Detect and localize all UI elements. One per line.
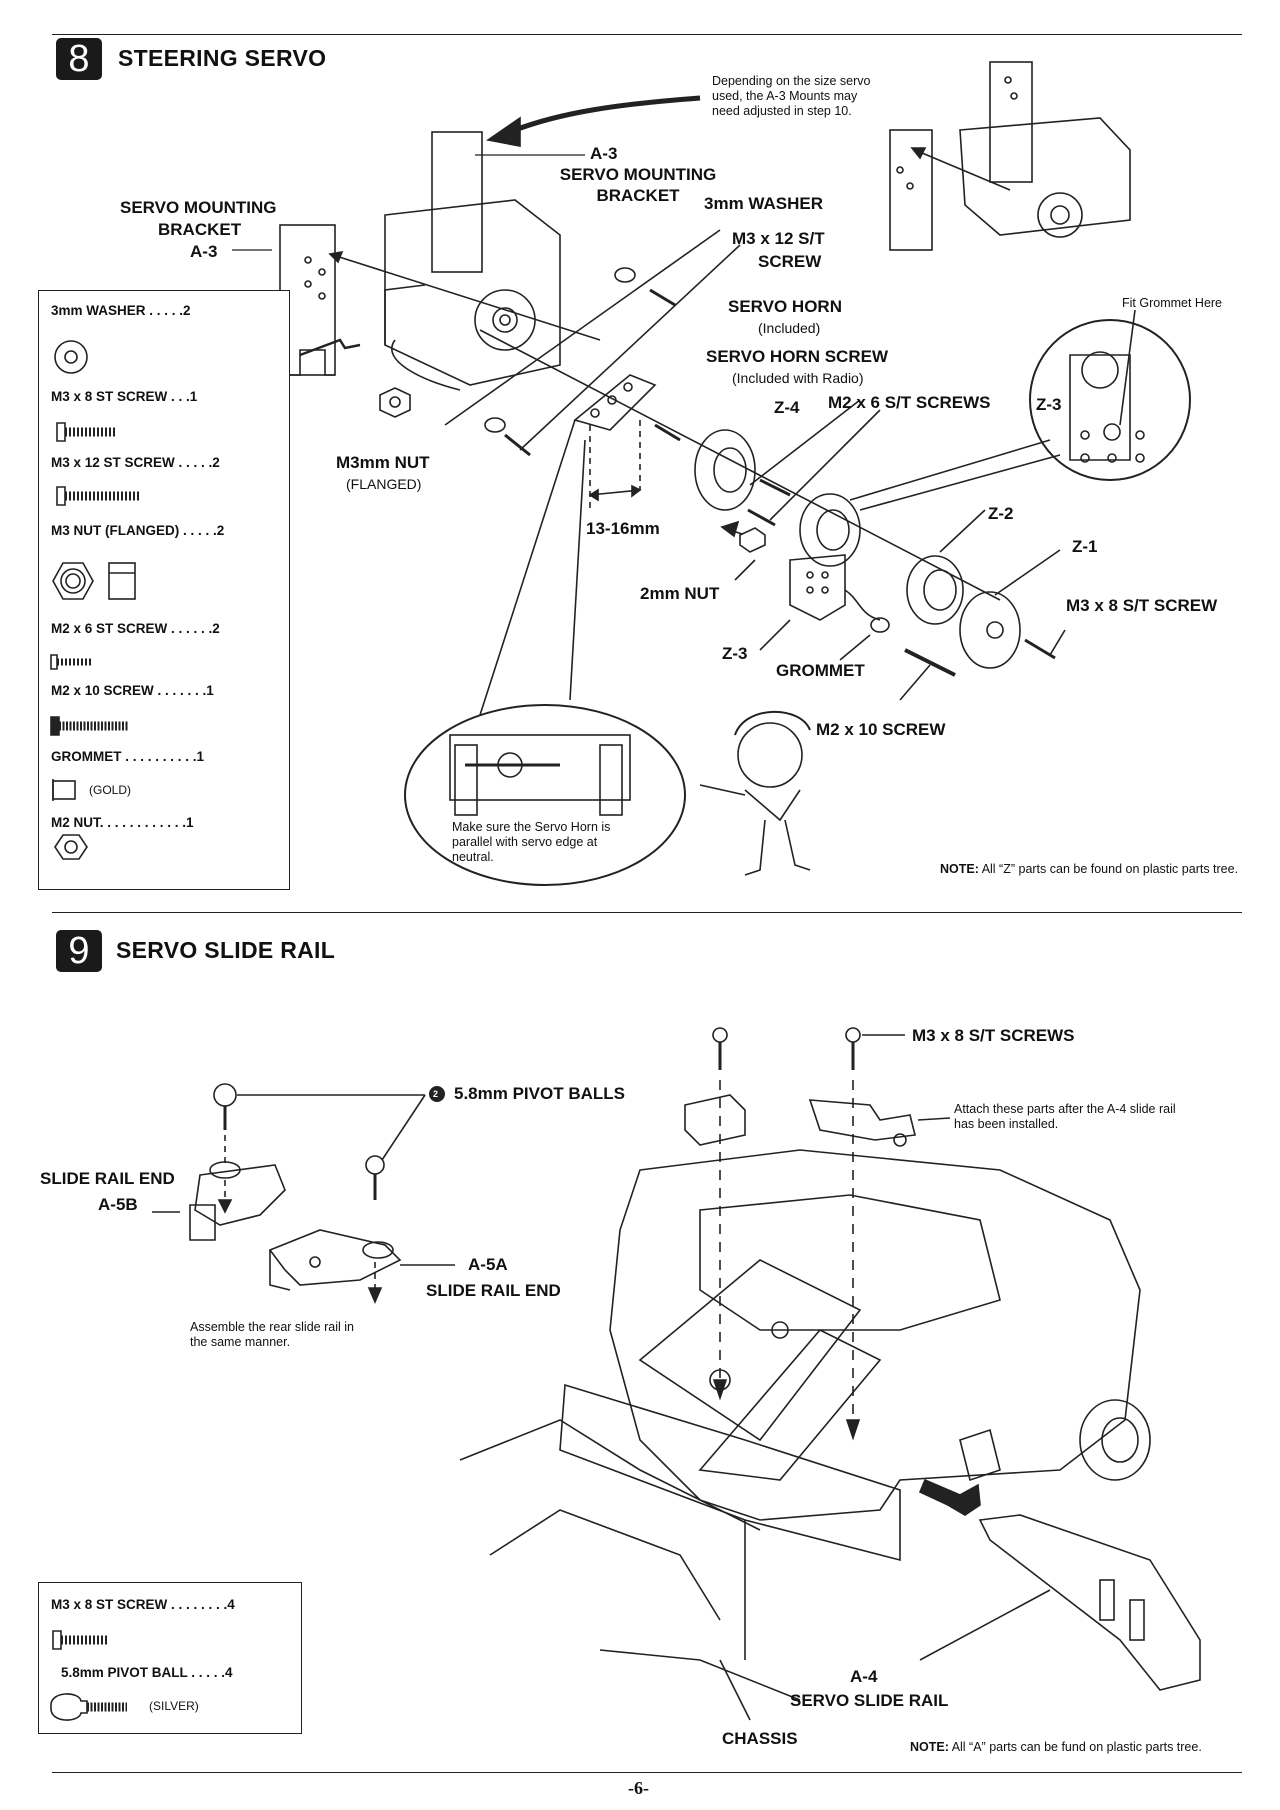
step-8-exploded-diagram (232, 61, 1191, 886)
label-z4: Z-4 (774, 398, 800, 417)
step-8-note-label: NOTE: (940, 862, 979, 876)
label-a5b: A-5B (98, 1195, 138, 1214)
label-m3x12-screw-1: M3 x 12 S/T (732, 229, 825, 248)
part-m3x8-st-screw: M3 x 8 ST SCREW . . . . . . . .4 (51, 1597, 235, 1612)
step-8-parts-list: 3mm WASHER . . . . .2 M3 x 8 ST SCREW . … (38, 290, 290, 890)
label-servo-horn-sub: (Included) (758, 320, 821, 336)
label-5-8mm-pivot-balls: 5.8mm PIVOT BALLS (454, 1084, 625, 1103)
label-m3x8-st-screws: M3 x 8 S/T SCREWS (912, 1026, 1075, 1045)
label-m2x6-screws: M2 x 6 S/T SCREWS (828, 393, 991, 412)
label-servo-mounting-bracket-left-3: A-3 (190, 242, 218, 261)
label-servo-horn-screw-sub: (Included with Radio) (732, 370, 864, 386)
top-rule (52, 34, 1242, 35)
label-grommet: GROMMET (776, 661, 865, 680)
part-m3x8-screw: M3 x 8 ST SCREW . . .1 (51, 389, 198, 404)
step-9-number: 9 (56, 930, 102, 972)
part-grommet-color: (GOLD) (89, 783, 131, 797)
servo-size-note: Depending on the size servo used, the A-… (712, 74, 871, 118)
part-m2-nut: M2 NUT. . . . . . . . . . . .1 (51, 815, 194, 830)
part-3mm-washer: 3mm WASHER . . . . .2 (51, 303, 191, 318)
label-slide-rail-end-a: SLIDE RAIL END (426, 1281, 561, 1300)
step-9-parts-list: M3 x 8 ST SCREW . . . . . . . .4 5.8mm P… (38, 1582, 302, 1734)
label-z2: Z-2 (988, 504, 1014, 523)
label-z1: Z-1 (1072, 537, 1098, 556)
part-grommet: GROMMET . . . . . . . . . .1 (51, 749, 205, 764)
label-m2x10-screw: M2 x 10 SCREW (816, 720, 946, 739)
label-servo-mounting-bracket-left-1: SERVO MOUNTING (120, 198, 277, 217)
label-2mm-nut: 2mm NUT (640, 584, 720, 603)
label-13-16mm: 13-16mm (586, 519, 660, 538)
section-divider (52, 912, 1242, 913)
step-9-note-text: All “A” parts can be fund on plastic par… (951, 1740, 1202, 1754)
label-m3x8-screw: M3 x 8 S/T SCREW (1066, 596, 1218, 615)
part-pivot-ball-color: (SILVER) (149, 1699, 199, 1713)
part-m2x10-screw: M2 x 10 SCREW . . . . . . .1 (51, 683, 214, 698)
step-9-note-label: NOTE: (910, 1740, 949, 1754)
label-m3x12-screw-2: SCREW (758, 252, 822, 271)
step-8-note-text: All “Z” parts can be found on plastic pa… (981, 862, 1239, 876)
label-a4: A-4 (850, 1667, 878, 1686)
part-5-8mm-pivot-ball: 5.8mm PIVOT BALL . . . . .4 (61, 1665, 233, 1680)
step-8-note: NOTE: All “Z” parts can be found on plas… (940, 862, 1240, 877)
label-a3-top: A-3 (590, 144, 618, 163)
step-8-parts-icons (50, 340, 141, 860)
step-9-parts-icons (50, 1630, 127, 1721)
step-9-note: NOTE: All “A” parts can be fund on plast… (910, 1740, 1220, 1755)
label-m3mm-nut-flanged: (FLANGED) (346, 476, 422, 492)
part-m3x12-screw: M3 x 12 ST SCREW . . . . .2 (51, 455, 220, 470)
label-3mm-washer: 3mm WASHER (704, 194, 824, 213)
pivot-ball-marker: 2 (433, 1089, 439, 1099)
label-m3mm-nut: M3mm NUT (336, 453, 430, 472)
attach-note: Attach these parts after the A-4 slide r… (954, 1102, 1176, 1131)
label-z3: Z-3 (722, 644, 748, 663)
bottom-rule (52, 1772, 1242, 1773)
step-9-title: SERVO SLIDE RAIL (116, 937, 336, 963)
label-servo-horn: SERVO HORN (728, 297, 842, 316)
label-servo-mounting-bracket-right: SERVO MOUNTING BRACKET (559, 165, 717, 205)
horn-parallel-tip: Make sure the Servo Horn is parallel wit… (452, 820, 611, 864)
part-m3-nut-flanged: M3 NUT (FLANGED) . . . . .2 (51, 523, 225, 538)
label-servo-horn-screw: SERVO HORN SCREW (706, 347, 888, 366)
label-servo-slide-rail: SERVO SLIDE RAIL (790, 1691, 949, 1710)
label-chassis: CHASSIS (722, 1729, 798, 1748)
page-number: -6- (628, 1778, 649, 1798)
label-a5a: A-5A (468, 1255, 508, 1274)
assemble-note: Assemble the rear slide rail in the same… (190, 1320, 354, 1349)
label-fit-grommet: Fit Grommet Here (1122, 296, 1223, 310)
step-8-number: 8 (56, 38, 102, 80)
label-slide-rail-end-b: SLIDE RAIL END (40, 1169, 175, 1188)
step-8-title: STEERING SERVO (118, 45, 327, 71)
label-z3-inset: Z-3 (1036, 395, 1062, 414)
part-m2x6-screw: M2 x 6 ST SCREW . . . . . .2 (51, 621, 220, 636)
label-servo-mounting-bracket-left-2: BRACKET (158, 220, 242, 239)
